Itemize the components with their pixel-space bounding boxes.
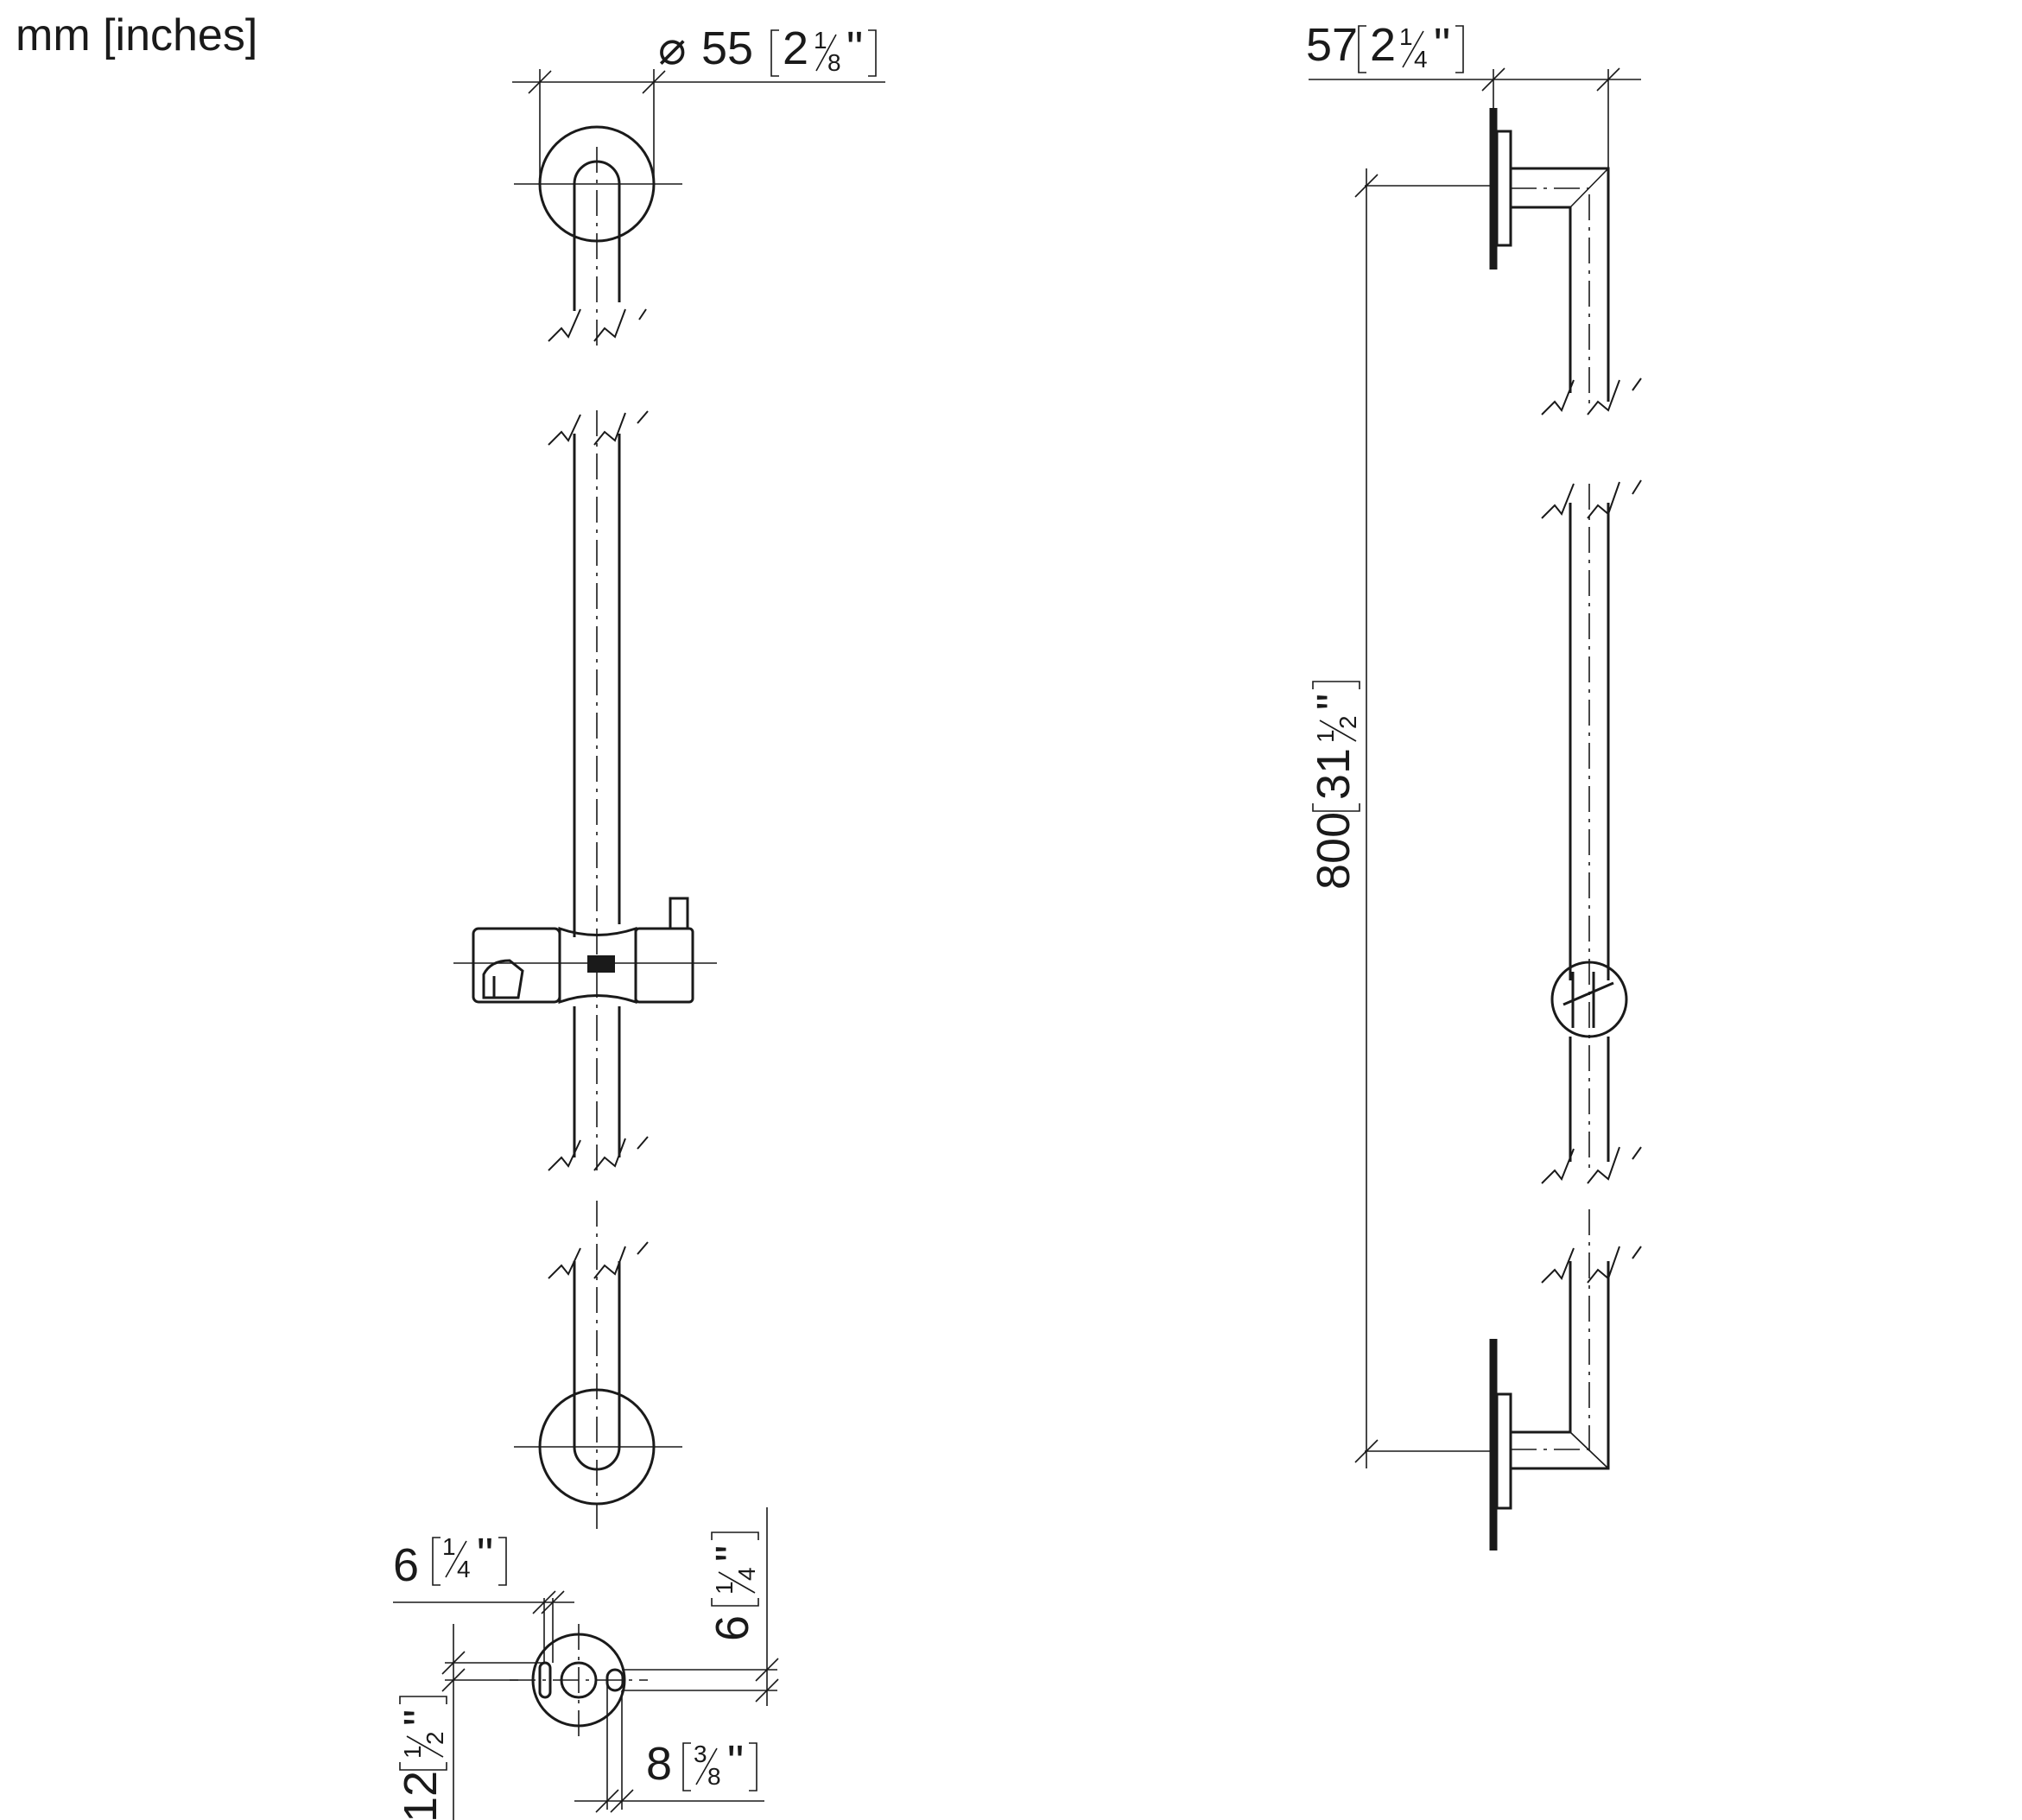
length-inch-num: 1 — [1312, 729, 1339, 743]
depth-inch-num: 1 — [1399, 23, 1413, 50]
slot-width-inch-num: 1 — [442, 1533, 456, 1560]
diameter-inch-num: 1 — [814, 27, 827, 54]
slider-holder — [453, 897, 717, 1005]
hole-inch-mark: " — [727, 1736, 744, 1788]
depth-inch-whole: 2 — [1370, 19, 1396, 71]
detail-view: 6 1 4 " 6 1 4 " 12 1 — [393, 1507, 779, 1820]
diameter-symbol: ⌀ — [658, 22, 687, 74]
offset-inch-mark: " — [395, 1709, 447, 1726]
offset-inch-num: 1 — [399, 1745, 426, 1759]
diameter-mm: 55 — [701, 22, 753, 74]
offset-mm: 12 — [395, 1771, 447, 1820]
length-inch-mark: " — [1308, 694, 1360, 710]
diameter-inch-mark: " — [846, 22, 863, 74]
diameter-inch-whole: 2 — [783, 22, 808, 74]
slider-side — [1550, 961, 1628, 1038]
slot-width-inch-den: 4 — [457, 1556, 471, 1582]
slot-width-mm: 6 — [393, 1539, 419, 1591]
slot-height-inch-num: 1 — [711, 1581, 738, 1595]
hole-inch-num: 3 — [694, 1741, 707, 1767]
depth-inch-den: 4 — [1414, 46, 1428, 73]
hole-inch-den: 8 — [707, 1763, 721, 1790]
length-mm: 800 — [1308, 812, 1360, 890]
depth-mm: 57 — [1306, 19, 1358, 71]
length-inch-den: 2 — [1334, 715, 1361, 729]
slot-height-inch-mark: " — [707, 1545, 758, 1562]
diameter-dimension: ⌀ 55 2 1 8 " — [512, 22, 885, 184]
hole-mm: 8 — [646, 1738, 672, 1790]
depth-inch-mark: " — [1434, 19, 1450, 71]
unit-label: mm [inches] — [16, 10, 257, 60]
slot-width-inch-mark: " — [477, 1529, 493, 1581]
length-inch-whole: 31 — [1308, 748, 1360, 800]
slot-height-mm: 6 — [707, 1615, 758, 1641]
depth-dimension: 57 2 1 4 " — [1306, 19, 1641, 168]
offset-inch-den: 2 — [422, 1731, 448, 1745]
diameter-inch-den: 8 — [827, 49, 841, 76]
break-mark — [548, 414, 581, 446]
front-view: ⌀ 55 2 1 8 " — [453, 22, 885, 1529]
length-dimension: 800 31 1 2 " — [1308, 168, 1493, 1468]
side-view: 57 2 1 4 " 800 31 1 2 " — [1306, 19, 1642, 1550]
slot-height-inch-den: 4 — [733, 1567, 760, 1581]
